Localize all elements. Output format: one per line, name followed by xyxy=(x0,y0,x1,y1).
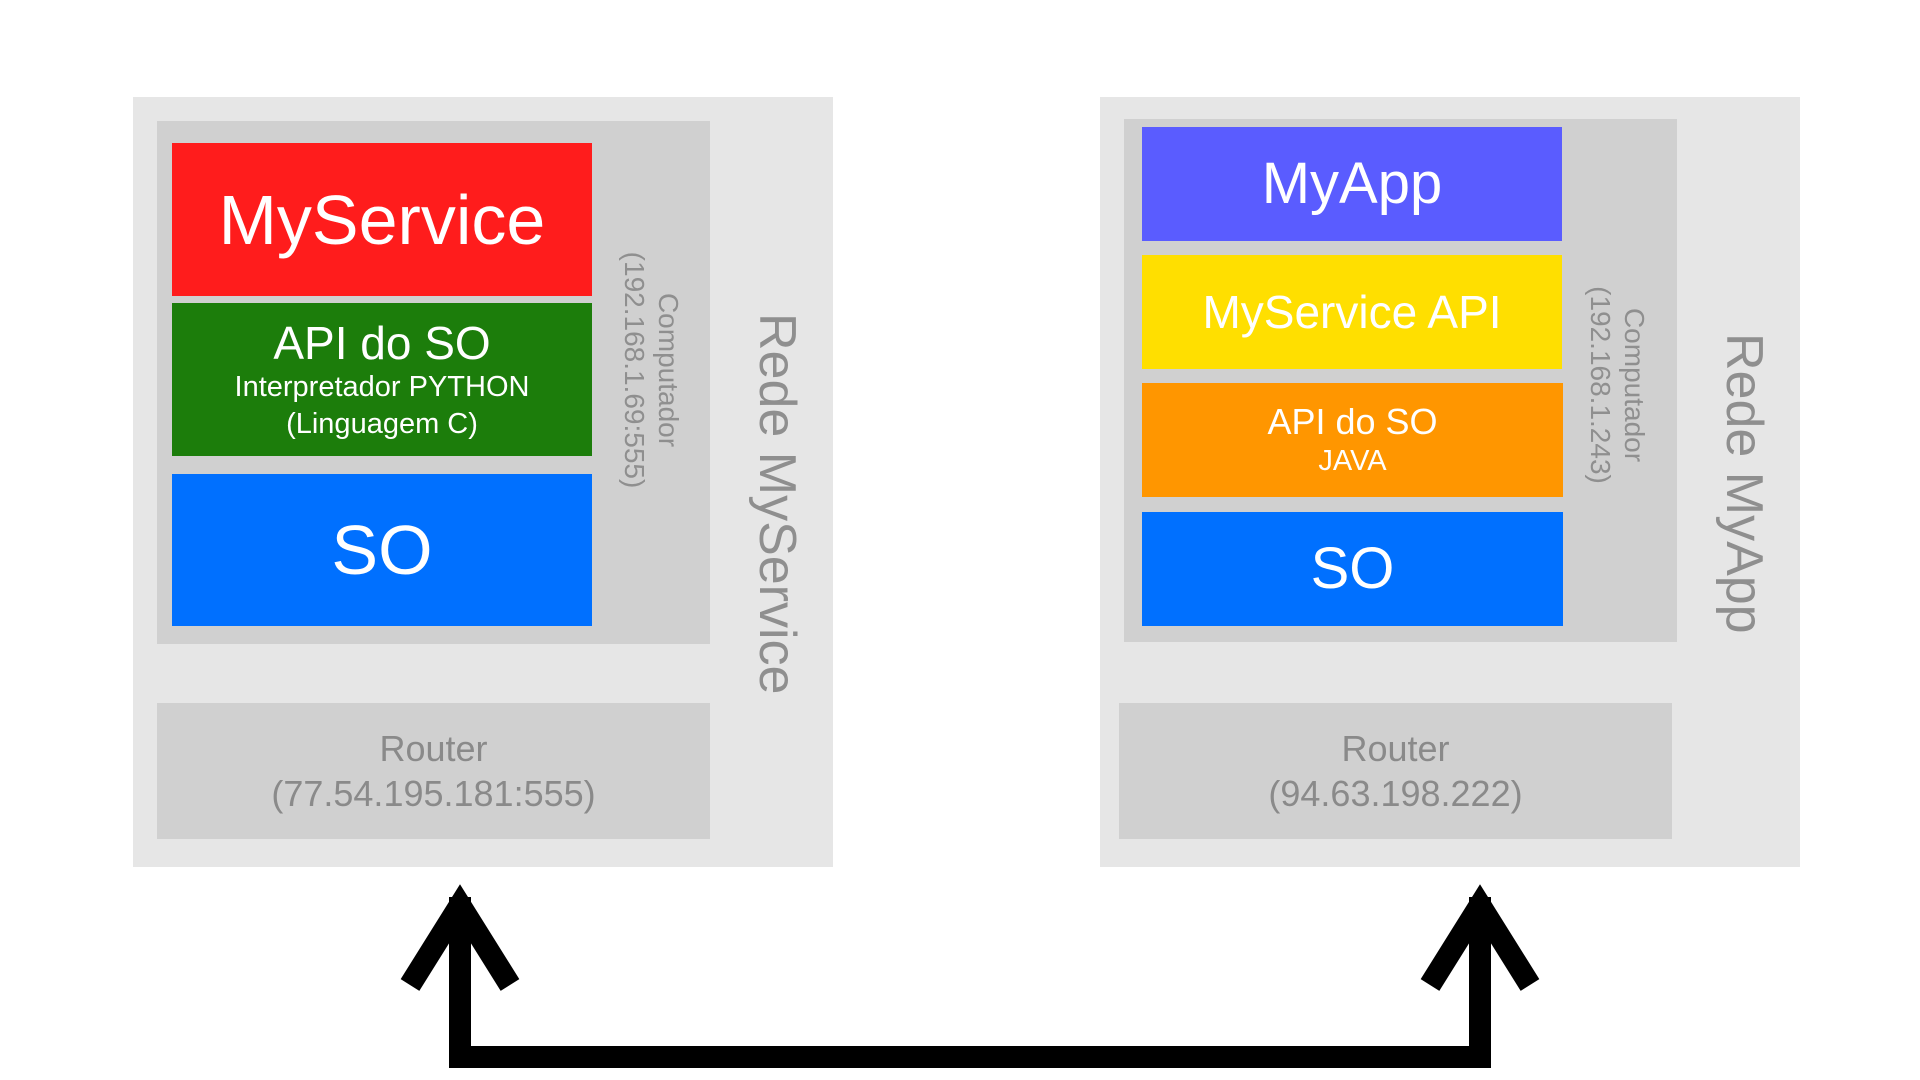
connection-line xyxy=(449,897,1491,1068)
api-so-right-title: API do SO xyxy=(1267,401,1438,442)
layer-myservice-api-label: MyService API xyxy=(1202,286,1502,338)
api-so-subtitle-interpreter: Interpretador PYTHON xyxy=(234,370,530,403)
router-myapp: Router (94.63.198.222) xyxy=(1119,703,1672,839)
api-so-right-subtitle: JAVA xyxy=(1318,445,1387,477)
layer-myapp: MyApp xyxy=(1142,127,1562,241)
layer-api-so-left: API do SO Interpretador PYTHON (Linguage… xyxy=(172,303,592,456)
layer-so-left-label: SO xyxy=(331,511,433,589)
layer-myservice-label: MyService xyxy=(218,180,546,259)
layer-so-left: SO xyxy=(172,474,592,626)
layer-so-right: SO xyxy=(1142,512,1563,626)
api-so-title: API do SO xyxy=(273,316,491,369)
api-so-subtitle-language: (Linguagem C) xyxy=(286,407,478,440)
layer-myapp-label: MyApp xyxy=(1261,151,1443,216)
router-myservice: Router (77.54.195.181:555) xyxy=(157,703,710,839)
layer-myservice-api: MyService API xyxy=(1142,255,1562,369)
router-myapp-title: Router xyxy=(1341,728,1450,769)
arrowhead-left xyxy=(400,884,520,991)
router-myservice-title: Router xyxy=(379,728,488,769)
router-myapp-address: (94.63.198.222) xyxy=(1268,773,1523,814)
arrowhead-right xyxy=(1420,884,1540,991)
layer-so-right-label: SO xyxy=(1310,536,1395,601)
layer-api-so-right: API do SO JAVA xyxy=(1142,383,1563,497)
router-myservice-address: (77.54.195.181:555) xyxy=(271,773,596,814)
layer-myservice: MyService xyxy=(172,143,592,296)
